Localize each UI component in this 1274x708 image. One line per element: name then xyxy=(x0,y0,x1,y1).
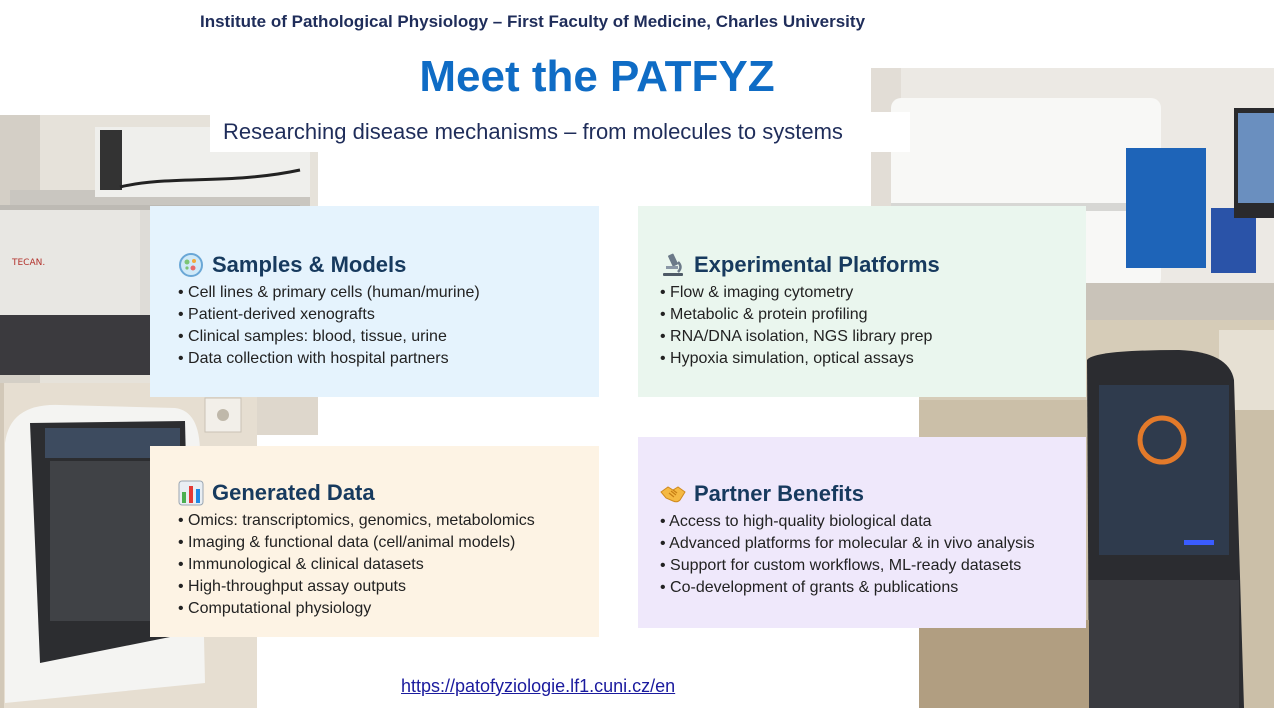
card-generated-data: Generated Data Omics: transcriptomics, g… xyxy=(150,446,599,637)
card-partner-benefits: Partner Benefits Access to high-quality … xyxy=(638,437,1086,628)
petri-dish-icon xyxy=(178,252,204,278)
page-subtitle: Researching disease mechanisms – from mo… xyxy=(210,112,910,152)
bar-chart-icon xyxy=(178,480,204,506)
list-item: Patient-derived xenografts xyxy=(178,304,599,326)
list-item: Support for custom workflows, ML-ready d… xyxy=(660,555,1086,577)
list-item: Access to high-quality biological data xyxy=(660,511,1086,533)
card-item-list: Access to high-quality biological data A… xyxy=(660,511,1086,599)
microscope-icon xyxy=(660,252,686,278)
card-title: Samples & Models xyxy=(212,252,407,277)
svg-text:TECAN.: TECAN. xyxy=(11,258,45,268)
card-item-list: Flow & imaging cytometry Metabolic & pro… xyxy=(660,282,1086,370)
card-title: Experimental Platforms xyxy=(694,252,940,277)
handshake-icon xyxy=(660,481,686,507)
card-title-row: Experimental Platforms xyxy=(660,252,1086,278)
website-link[interactable]: https://patofyziologie.lf1.cuni.cz/en xyxy=(401,676,676,696)
list-item: Data collection with hospital partners xyxy=(178,348,599,370)
list-item: Cell lines & primary cells (human/murine… xyxy=(178,282,599,304)
list-item: Computational physiology xyxy=(178,598,599,620)
institute-header: Institute of Pathological Physiology – F… xyxy=(200,12,866,31)
card-title-row: Generated Data xyxy=(178,480,599,506)
list-item: Omics: transcriptomics, genomics, metabo… xyxy=(178,510,599,532)
card-experimental-platforms: Experimental Platforms Flow & imaging cy… xyxy=(638,206,1086,397)
card-title-row: Samples & Models xyxy=(178,252,599,278)
list-item: RNA/DNA isolation, NGS library prep xyxy=(660,326,1086,348)
card-samples-models: Samples & Models Cell lines & primary ce… xyxy=(150,206,599,397)
list-item: Hypoxia simulation, optical assays xyxy=(660,348,1086,370)
list-item: Advanced platforms for molecular & in vi… xyxy=(660,533,1086,555)
card-title: Partner Benefits xyxy=(694,481,864,506)
page-title: Meet the PATFYZ xyxy=(419,52,775,101)
card-item-list: Omics: transcriptomics, genomics, metabo… xyxy=(178,510,599,620)
list-item: Imaging & functional data (cell/animal m… xyxy=(178,532,599,554)
list-item: Immunological & clinical datasets xyxy=(178,554,599,576)
list-item: Clinical samples: blood, tissue, urine xyxy=(178,326,599,348)
list-item: Co-development of grants & publications xyxy=(660,577,1086,599)
list-item: High-throughput assay outputs xyxy=(178,576,599,598)
card-title-row: Partner Benefits xyxy=(660,481,1086,507)
list-item: Metabolic & protein profiling xyxy=(660,304,1086,326)
card-title: Generated Data xyxy=(212,480,375,505)
card-item-list: Cell lines & primary cells (human/murine… xyxy=(178,282,599,370)
list-item: Flow & imaging cytometry xyxy=(660,282,1086,304)
